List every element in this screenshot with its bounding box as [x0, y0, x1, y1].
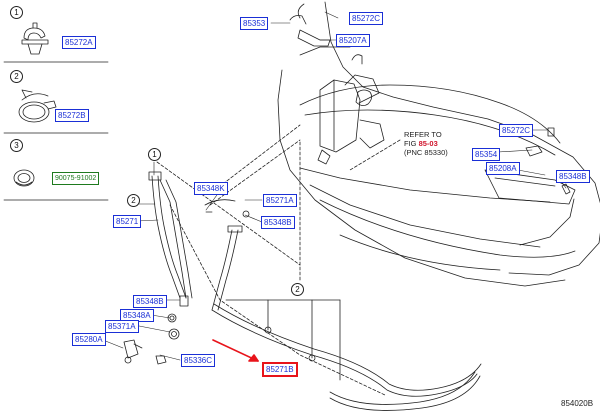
joint-85280a [123, 339, 143, 364]
label-85336c[interactable]: 85336C [181, 354, 216, 367]
reference-note-fig-link[interactable]: 85-03 [418, 139, 438, 148]
hose-85271a [204, 199, 250, 311]
legend-number-2: 2 [10, 70, 23, 83]
connector-85348b [179, 295, 189, 307]
clamp-85348a [167, 313, 177, 323]
callout-2-bottom: 2 [291, 283, 304, 296]
hose-85271 [148, 171, 193, 299]
cap-85336c [155, 355, 167, 365]
legend-panel [3, 61, 109, 201]
band-clip-85272b-icon [18, 89, 57, 123]
clip-85272c-icon [525, 127, 571, 195]
callout-1: 1 [148, 148, 161, 161]
reference-note-line2: FIG 85-03 [404, 139, 448, 148]
label-85271b-highlighted[interactable]: 85271B [262, 362, 298, 377]
highlight-arrow [212, 339, 259, 362]
hose-85271b [211, 303, 482, 411]
legend-part-90075-91002[interactable]: 90075-91002 [52, 172, 100, 185]
label-leaders [97, 11, 567, 361]
grommet-90075-icon [13, 169, 35, 187]
nozzle-bracket-85207a [297, 29, 331, 47]
label-85272c-right[interactable]: 85272C [499, 124, 534, 137]
label-85272c-top[interactable]: 85272C [349, 12, 384, 25]
legend-part-85272a[interactable]: 85272A [62, 36, 96, 49]
leader-lines [156, 124, 401, 396]
legend-part-85272b[interactable]: 85272B [55, 109, 89, 122]
label-85280a[interactable]: 85280A [72, 333, 106, 346]
reference-note-line1: REFER TO [404, 130, 442, 139]
legend-number-1: 1 [10, 6, 23, 19]
label-85371a[interactable]: 85371A [105, 320, 139, 333]
label-85353[interactable]: 85353 [240, 17, 269, 30]
label-85354[interactable]: 85354 [472, 148, 501, 161]
reference-note: REFER TO FIG 85-03 (PNC 85330) [404, 130, 448, 157]
label-85208a[interactable]: 85208A [486, 162, 520, 175]
washer-pump-assembly [317, 54, 385, 165]
label-85348b-mid[interactable]: 85348B [261, 216, 295, 229]
figure-id: 854020B [561, 399, 594, 408]
callout-2-left: 2 [127, 194, 140, 207]
label-85207a[interactable]: 85207A [336, 34, 370, 47]
check-valve-85371a [168, 328, 180, 340]
bumper-outline [277, 1, 600, 287]
clip-85272a-icon [21, 22, 49, 55]
reference-note-fig-prefix: FIG [404, 139, 419, 148]
callout-bracket-2 [225, 299, 341, 381]
reference-note-line3: (PNC 85330) [404, 148, 448, 157]
label-85348b-left[interactable]: 85348B [133, 295, 167, 308]
label-85271a[interactable]: 85271A [263, 194, 297, 207]
legend-number-3: 3 [10, 139, 23, 152]
label-85348k[interactable]: 85348K [194, 182, 228, 195]
label-85271[interactable]: 85271 [113, 215, 142, 228]
label-85348b-right[interactable]: 85348B [556, 170, 590, 183]
